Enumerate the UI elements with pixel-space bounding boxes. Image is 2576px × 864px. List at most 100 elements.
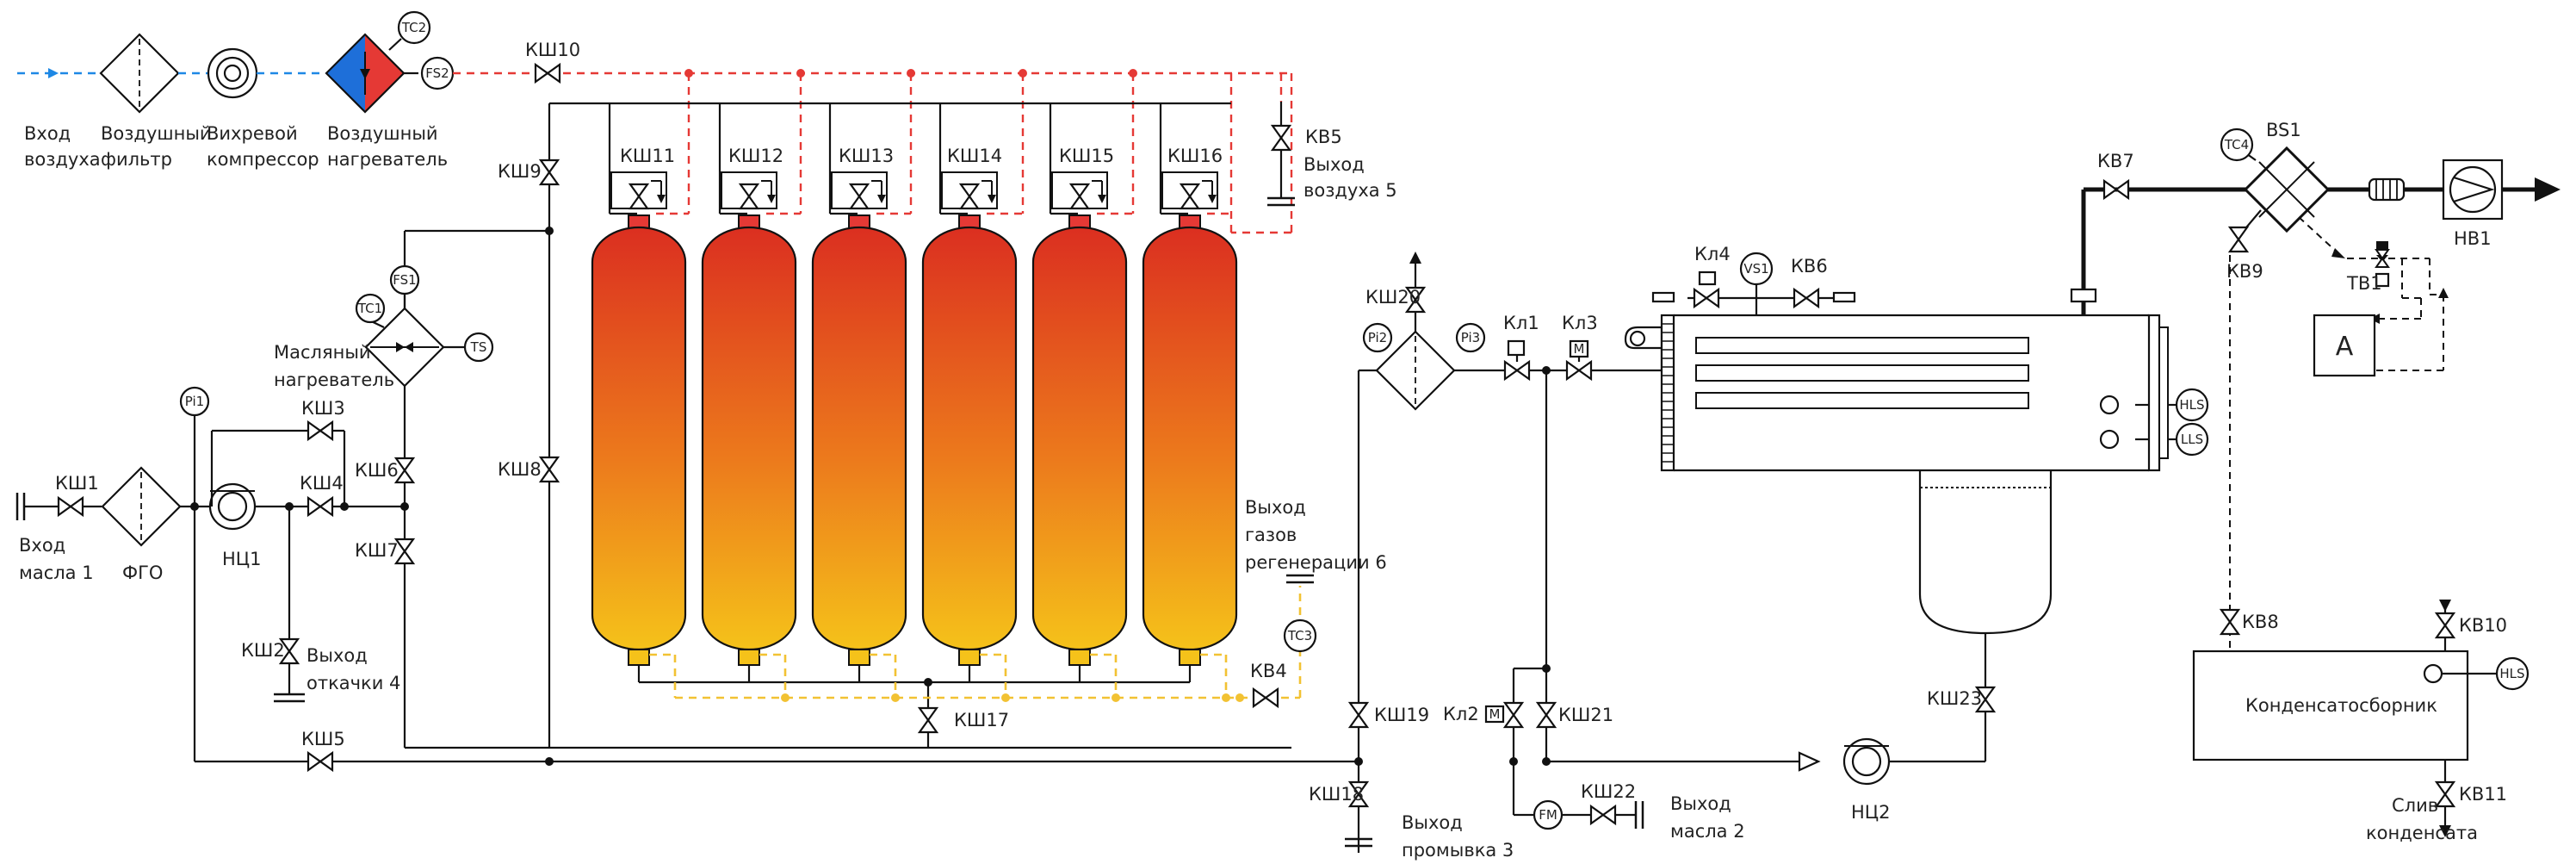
fan-label: НВ1: [2454, 228, 2492, 249]
fm-sensor: FM: [1533, 799, 1564, 830]
valve-kl2-label: Кл2: [1443, 704, 1479, 724]
pi2-gauge: Pi2: [1362, 322, 1393, 353]
valve-ksh10-label: КШ10: [525, 40, 580, 60]
valve-ksh2-label: КШ2: [241, 640, 285, 661]
fan-icon: [2442, 159, 2504, 221]
valve-ksh5-label: КШ5: [301, 729, 345, 749]
valve-ksh17-label: КШ17: [954, 710, 1009, 730]
regen-outlet-label-3: регенерации 6: [1245, 552, 1387, 573]
center-section: КШ19 КШ18 Выход промывка 3 Pi2 Pi3 КШ20 …: [1309, 252, 1996, 861]
lls-sensor: LLS: [2175, 422, 2209, 457]
valve-kv7-label: КВ7: [2097, 151, 2134, 171]
valve-ksh13-label: КШ13: [839, 146, 894, 166]
bottom-manifold: КШ17 КВ4 TC3 Выход газов регенерации 6: [637, 497, 1387, 748]
valve-kv4-label: КВ4: [1250, 661, 1287, 681]
valve-ksh20-label: КШ20: [1365, 287, 1421, 308]
oil-outlet-label: Выход: [1670, 793, 1731, 814]
tc2-sensor: TC2: [388, 10, 431, 51]
valve-kv9-label: КВ9: [2226, 261, 2263, 282]
valve-ksh14-label: КШ14: [947, 146, 1002, 166]
air-inlet-section: TC2 FS2 Вход воздуха Воздушный фильтр Ви…: [17, 10, 455, 170]
flex-hose-icon: [2368, 177, 2406, 202]
valve-ksh19-label: КШ19: [1374, 705, 1429, 725]
regen-outlet-label: Выход: [1245, 497, 1306, 518]
air-heater-label-2: нагреватель: [327, 149, 448, 170]
hot-air-branches: [656, 69, 1233, 233]
fgo-label: ФГО: [122, 563, 163, 583]
vortex-compressor-label-2: компрессор: [207, 149, 319, 170]
valve-kv11-label: КВ11: [2459, 784, 2507, 805]
svg-text:Pi3: Pi3: [1461, 330, 1480, 345]
valve-ksh8-label: КШ8: [498, 459, 542, 480]
oil-heater-label: Масляный: [274, 342, 371, 363]
pump2-label: НЦ2: [1851, 802, 1890, 823]
ts-sensor: TS: [463, 332, 494, 363]
vortex-compressor-label: Вихревой: [207, 123, 298, 144]
svg-text:TC2: TC2: [401, 20, 426, 35]
drain-label-2: конденсата: [2366, 823, 2478, 843]
drain-label: Слив: [2392, 795, 2438, 816]
pi3-gauge: Pi3: [1455, 322, 1486, 353]
svg-text:TC4: TC4: [2224, 137, 2249, 152]
pump1-label: НЦ1: [222, 549, 261, 569]
adsorber-4: КШ14: [921, 146, 1018, 666]
pi1-gauge: Pi1: [179, 386, 210, 417]
pump-outlet-label-2: откачки 4: [307, 673, 400, 693]
heat-exchanger-label: ТВ1: [2346, 273, 2382, 294]
valve-kl4-label: Кл4: [1694, 244, 1731, 264]
valve-ksh11-label: КШ11: [620, 146, 675, 166]
tc1-sensor: TC1: [355, 293, 386, 324]
valve-ksh4-label: КШ4: [300, 473, 344, 494]
svg-text:VS1: VS1: [1743, 261, 1768, 277]
svg-text:TC1: TC1: [357, 301, 382, 316]
air-heater-icon: [325, 33, 406, 114]
valve-ksh22-label: КШ22: [1581, 781, 1636, 802]
svg-text:Pi2: Pi2: [1368, 330, 1387, 345]
svg-text:TC3: TC3: [1287, 628, 1312, 643]
svg-text:M: M: [1489, 706, 1501, 722]
adsorber-3: КШ13: [811, 146, 907, 666]
valve-ksh6-label: КШ6: [355, 460, 399, 481]
air-outlet-label: Выход: [1303, 154, 1365, 175]
svg-text:TS: TS: [470, 339, 487, 355]
flush-outlet-label: Выход: [1402, 812, 1463, 833]
vs1-sensor: VS1: [1739, 252, 1774, 286]
tc3-sensor: TC3: [1283, 618, 1317, 653]
svg-text:FM: FM: [1539, 807, 1557, 823]
tc4-sensor: TC4: [2220, 127, 2257, 162]
svg-text:M: M: [1574, 341, 1585, 357]
valve-ksh12-label: КШ12: [728, 146, 783, 166]
valve-ksh23-label: КШ23: [1927, 688, 1982, 709]
valve-ksh18-label: КШ18: [1309, 784, 1364, 805]
valve-ksh9-label: КШ9: [498, 161, 542, 182]
air-heater-label: Воздушный: [327, 123, 438, 144]
oil-heater-label-2: нагреватель: [274, 370, 394, 390]
valve-ksh16-label: КШ16: [1167, 146, 1223, 166]
valve-kv10-label: КВ10: [2459, 615, 2507, 636]
oil-inlet-label-2: масла 1: [19, 563, 94, 583]
valve-ksh21-label: КШ21: [1558, 705, 1613, 725]
svg-text:FS2: FS2: [425, 65, 449, 81]
analyzer-label: А: [2336, 332, 2354, 362]
vacuum-vessel: VS1 Кл4 КВ6 HLS LLS КВ7: [1624, 151, 2247, 635]
valve-kl1-label: Кл1: [1503, 313, 1539, 333]
air-outlet-label-2: воздуха 5: [1303, 180, 1397, 201]
air-outlet-5: КВ5 Выход воздуха 5: [1267, 73, 1397, 207]
valve-ksh7-label: КШ7: [355, 540, 399, 561]
separator-label: BS1: [2266, 120, 2301, 140]
valve-ksh15-label: КШ15: [1059, 146, 1114, 166]
valve-kl3-label: Кл3: [1562, 313, 1598, 333]
regen-outlet-label-2: газов: [1245, 525, 1297, 545]
upper-manifold: КШ9 КШ8: [405, 102, 1231, 748]
oil-heater-icon: [364, 307, 445, 388]
fs2-sensor: FS2: [420, 56, 455, 90]
valve-kv8-label: КВ8: [2242, 612, 2279, 632]
oil-inlet-section: КШ1 ФГО НЦ1 КШ4 КШ3 Pi1 КШ2 Выход откачк…: [15, 231, 1359, 772]
fs1-sensor: FS1: [389, 264, 420, 295]
oil-outlet-label-2: масла 2: [1670, 821, 1745, 842]
adsorber-5: КШ15: [1031, 146, 1128, 666]
valve-kv6-label: КВ6: [1791, 256, 1828, 277]
air-inlet-label: Вход: [24, 123, 71, 144]
hot-air-header: КШ10: [453, 40, 1293, 234]
svg-text:FS1: FS1: [393, 272, 416, 288]
